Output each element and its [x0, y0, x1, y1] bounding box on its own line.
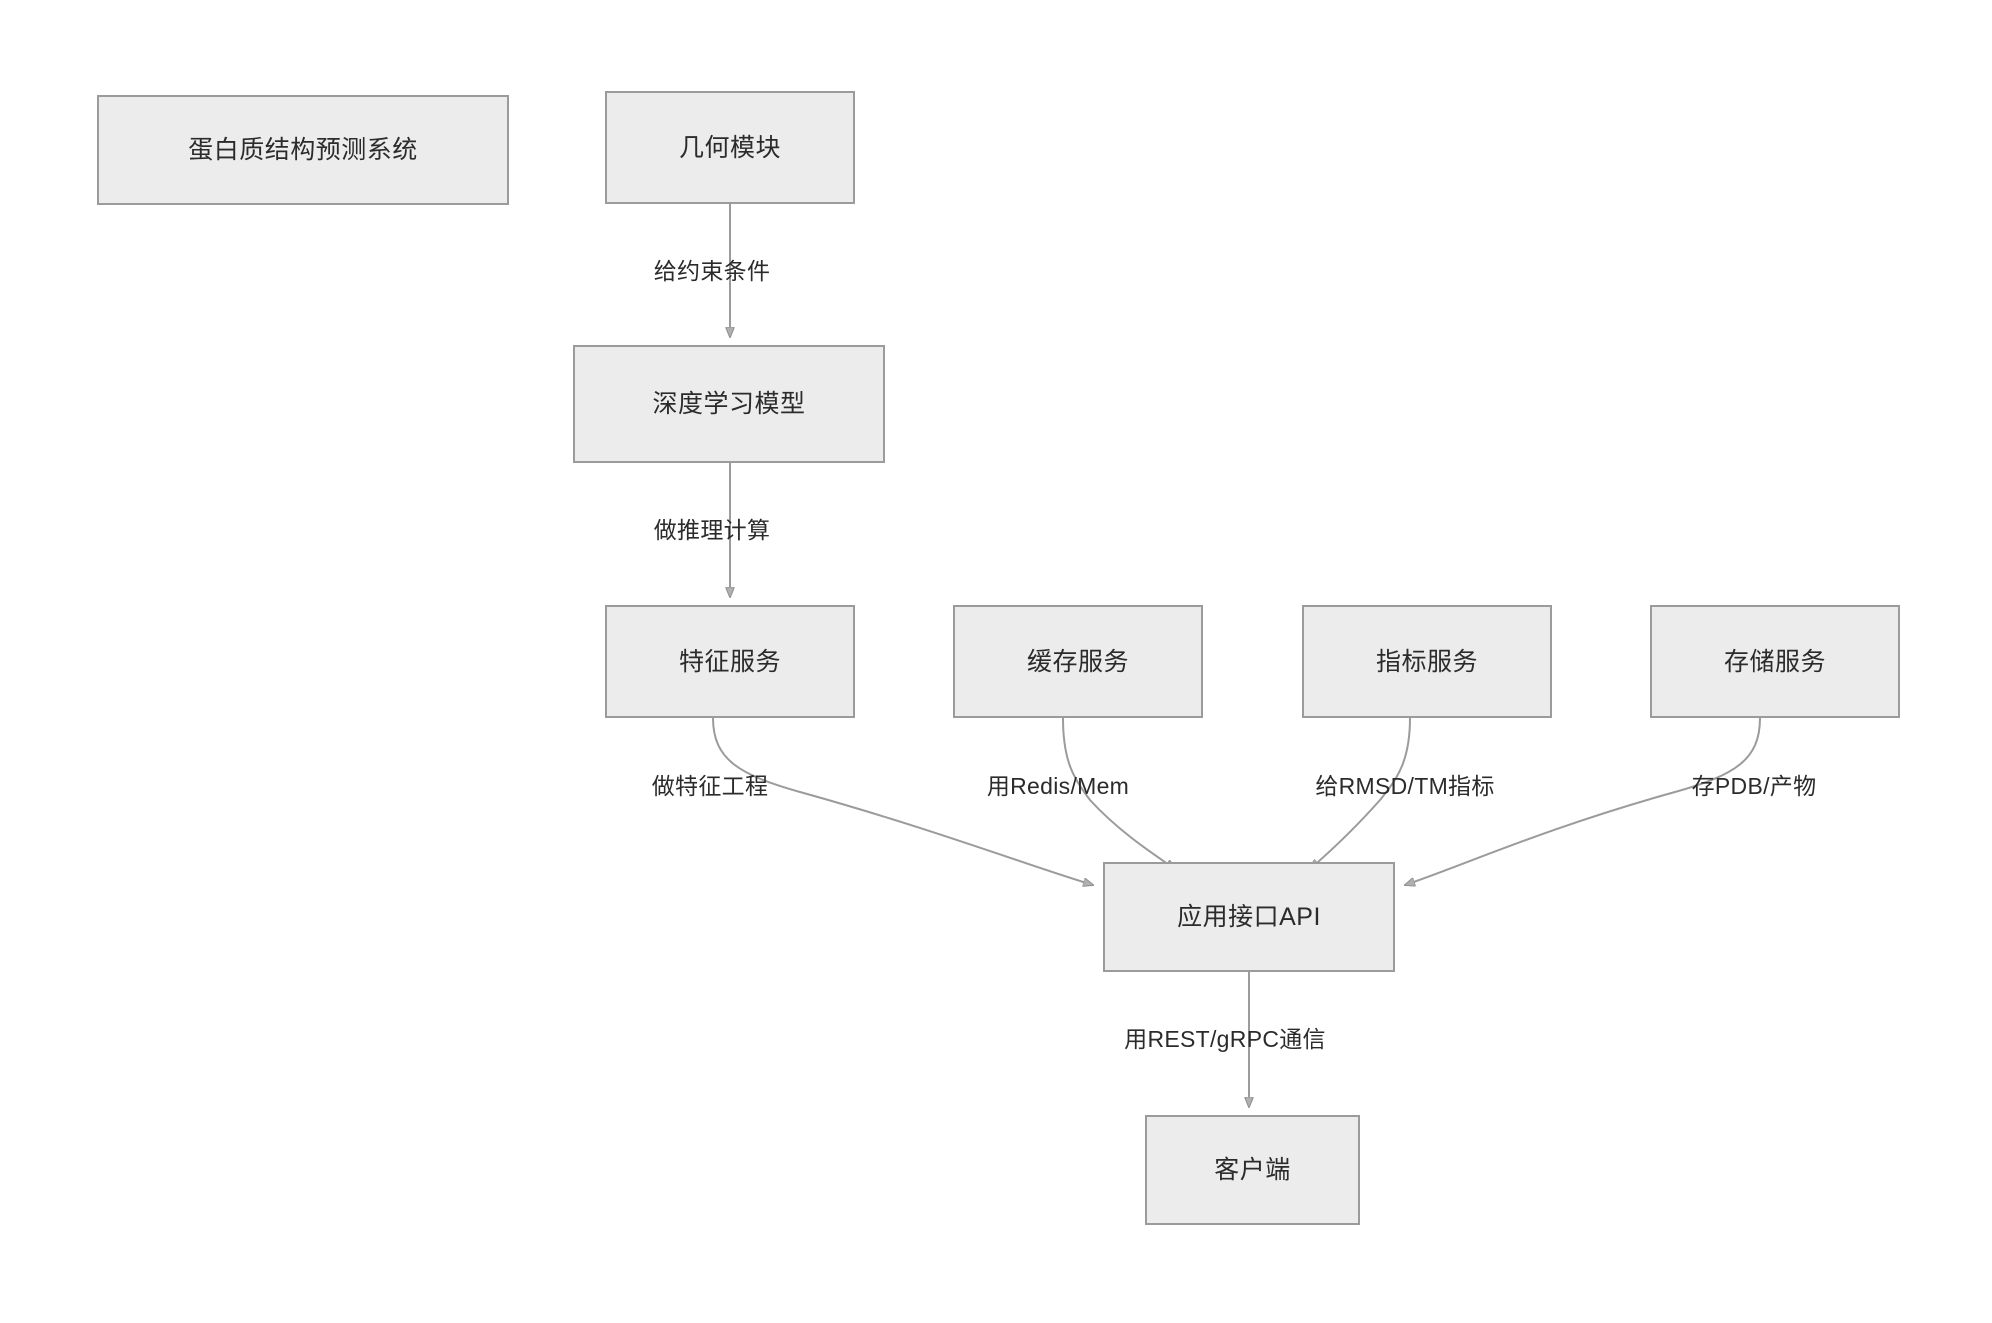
edge-label-feature-to-api: 做特征工程: [651, 773, 769, 799]
node-label: 客户端: [1214, 1156, 1291, 1184]
node-label: 蛋白质结构预测系统: [188, 136, 418, 164]
edge-label-dl-to-feature: 做推理计算: [653, 517, 771, 543]
node-label: 几何模块: [678, 133, 781, 162]
node-label: 指标服务: [1375, 647, 1478, 676]
node-protein-structure-prediction-system[interactable]: 蛋白质结构预测系统: [97, 95, 509, 205]
node-geometry-module[interactable]: 几何模块: [605, 91, 855, 204]
edge-label-metrics-to-api: 给RMSD/TM指标: [1315, 773, 1495, 799]
node-deep-learning-model[interactable]: 深度学习模型: [573, 345, 885, 463]
node-client[interactable]: 客户端: [1145, 1115, 1360, 1225]
edge-feature-to-api: [712, 717, 1093, 885]
edge-label-storage-to-api: 存PDB/产物: [1691, 773, 1817, 799]
node-label: 特征服务: [678, 647, 781, 676]
node-label: 存储服务: [1723, 647, 1826, 676]
node-cache-service[interactable]: 缓存服务: [953, 605, 1203, 718]
node-metrics-service[interactable]: 指标服务: [1302, 605, 1552, 718]
node-storage-service[interactable]: 存储服务: [1650, 605, 1900, 718]
node-label: 缓存服务: [1026, 647, 1129, 676]
edge-label-api-to-client: 用REST/gRPC通信: [1124, 1026, 1326, 1052]
node-application-api[interactable]: 应用接口API: [1103, 862, 1395, 972]
node-feature-service[interactable]: 特征服务: [605, 605, 855, 718]
edge-label-geometry-to-dl: 给约束条件: [653, 258, 771, 284]
node-label: 深度学习模型: [652, 390, 806, 418]
node-label: 应用接口API: [1177, 903, 1321, 931]
edge-label-cache-to-api: 用Redis/Mem: [986, 773, 1130, 799]
edge-storage-to-api: [1405, 717, 1761, 885]
